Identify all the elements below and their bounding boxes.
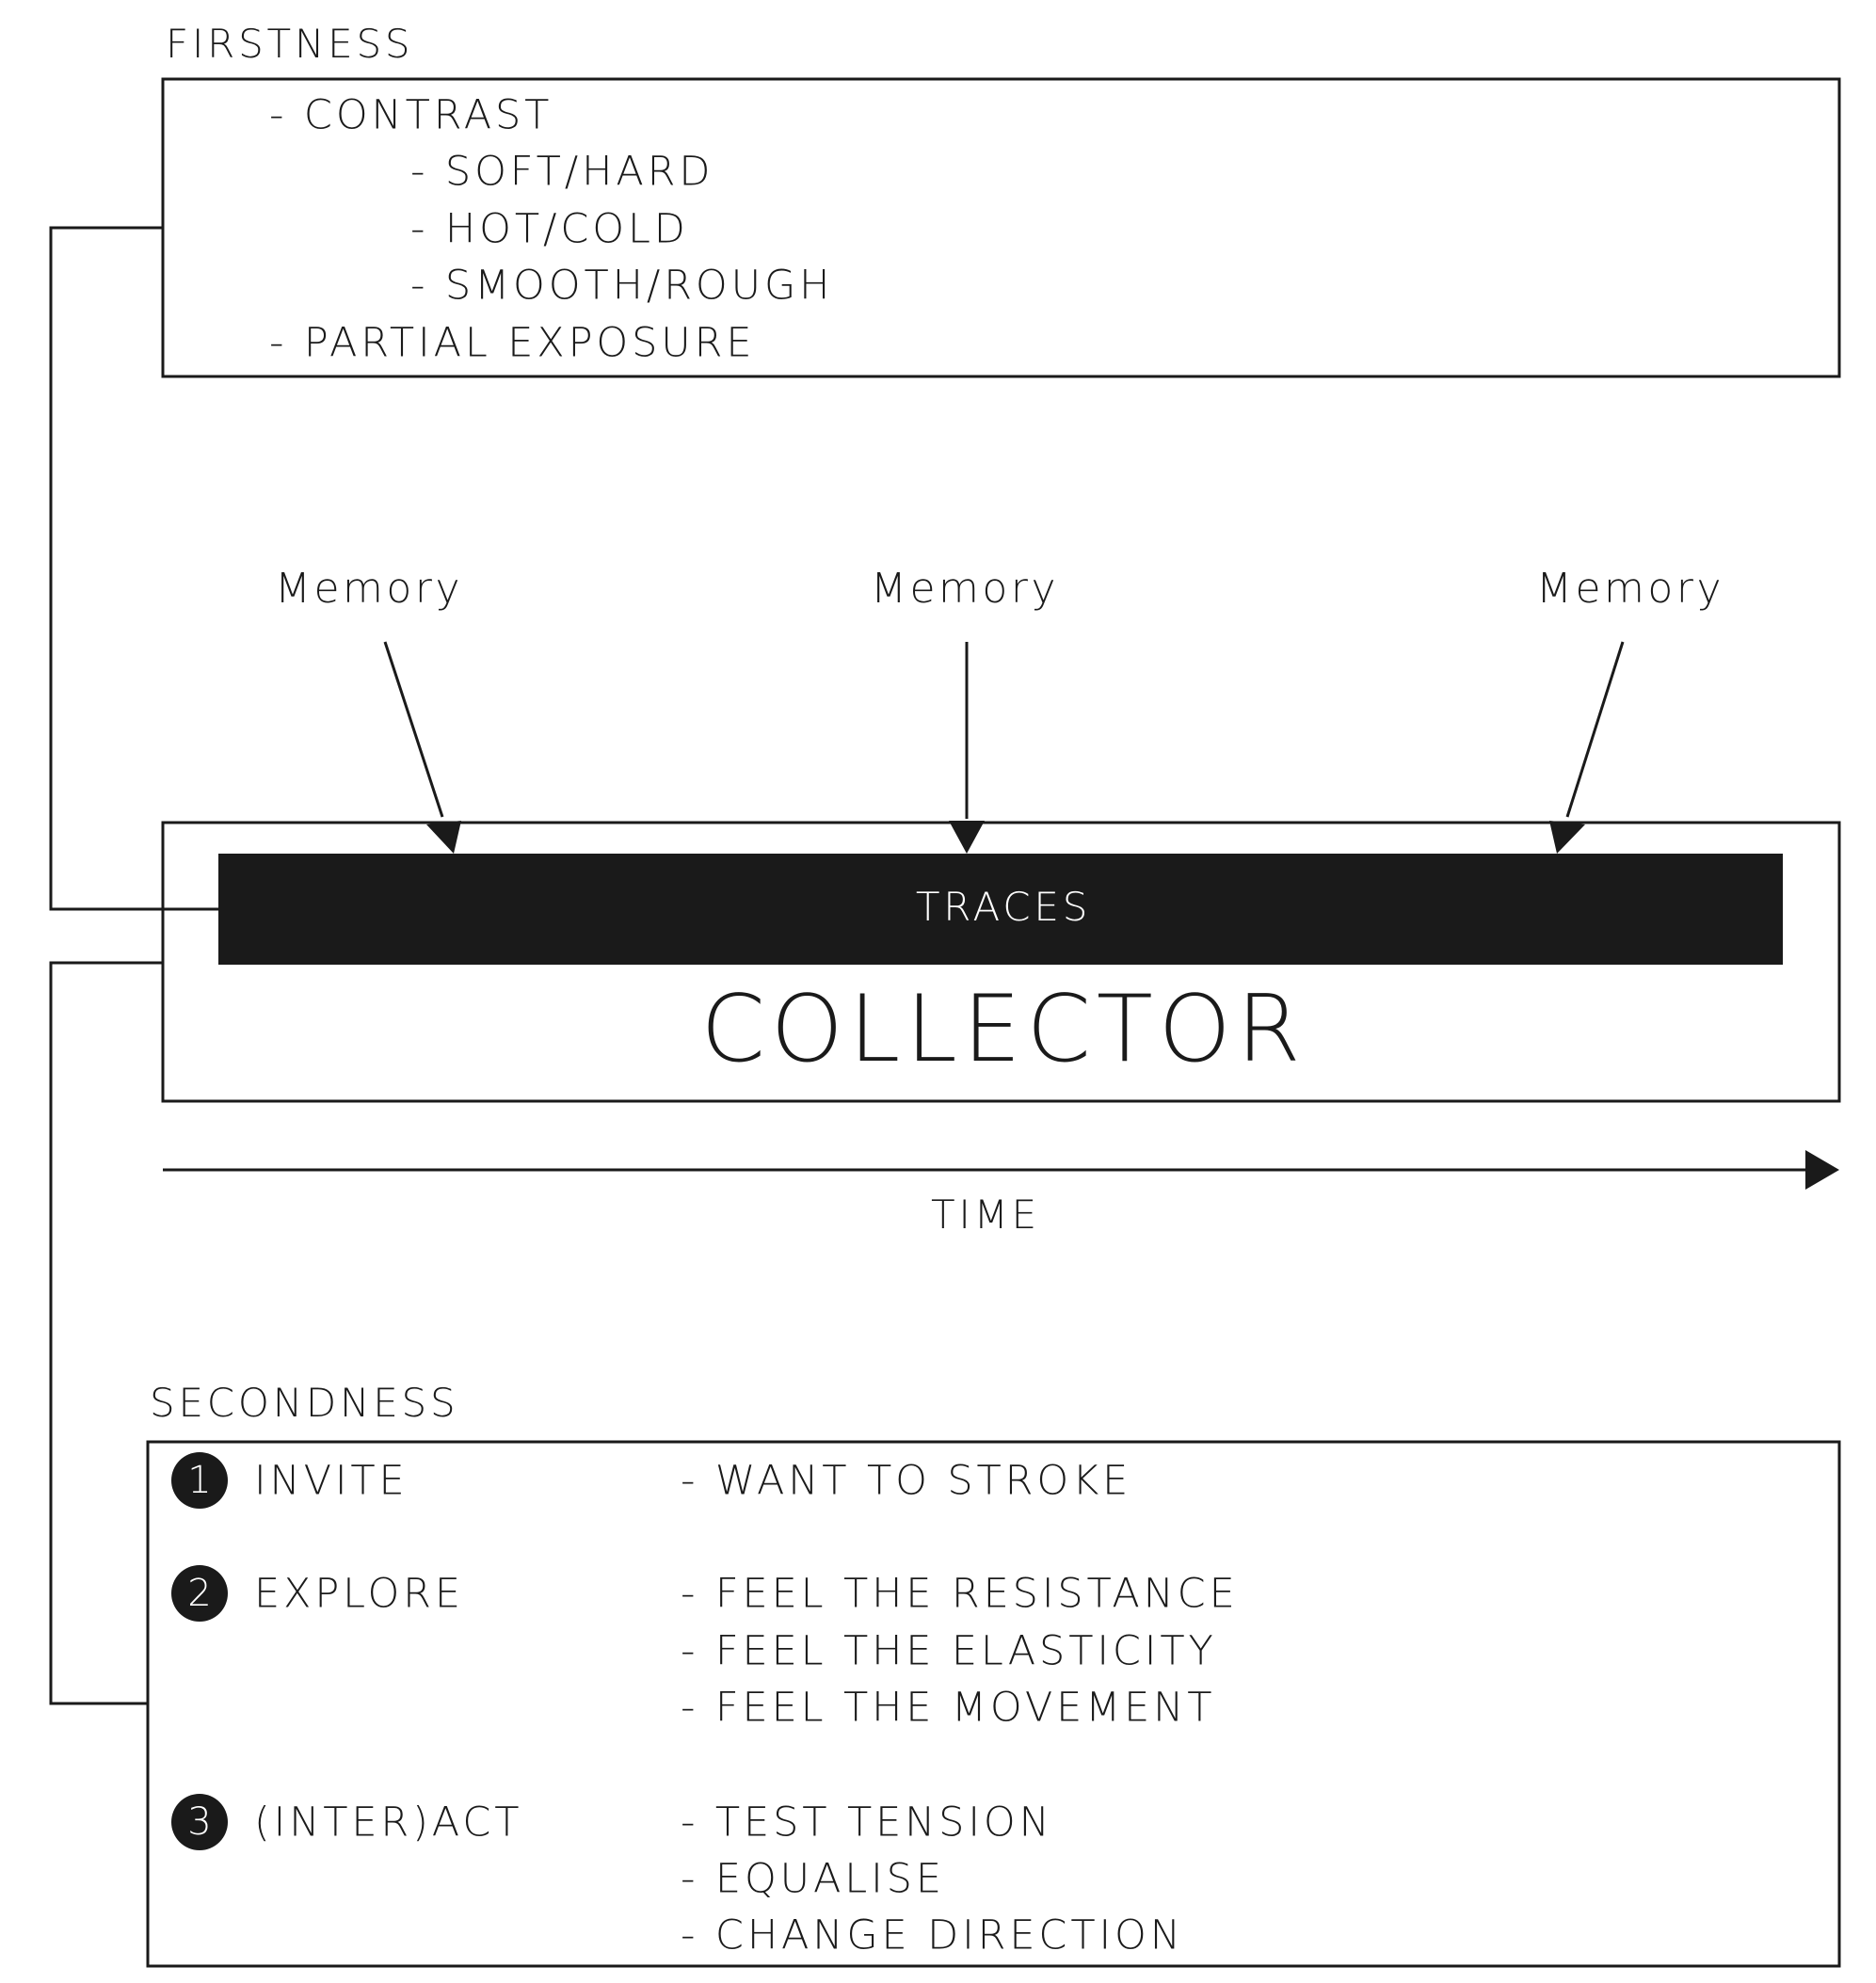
memory-label: Memory	[274, 565, 464, 613]
secondness-title: SECONDNESS	[150, 1380, 459, 1426]
list-item: - PARTIAL EXPOSURE	[269, 319, 756, 367]
time-arrowhead-icon	[1805, 1150, 1839, 1190]
memory-label: Memory	[1535, 565, 1725, 613]
list-item: - SOFT/HARD	[410, 148, 714, 196]
step-detail: - EQUALISE	[681, 1855, 945, 1903]
step-label: (INTER)ACT	[254, 1799, 523, 1847]
secondness-connector	[49, 961, 163, 1705]
memory-arrow-1	[383, 641, 444, 818]
step-detail: - FEEL THE MOVEMENT	[681, 1684, 1216, 1732]
step-detail: - FEEL THE ELASTICITY	[681, 1627, 1217, 1675]
list-item: - HOT/COLD	[410, 205, 689, 253]
firstness-connector	[49, 226, 218, 911]
step-number-badge: 2	[171, 1565, 228, 1622]
step-label: EXPLORE	[254, 1570, 464, 1618]
firstness-title: FIRSTNESS	[166, 21, 414, 67]
memory-label: Memory	[870, 565, 1060, 613]
collector-title: COLLECTOR	[700, 976, 1307, 1083]
step-detail: - CHANGE DIRECTION	[681, 1911, 1184, 1959]
step-detail: - FEEL THE RESISTANCE	[681, 1570, 1239, 1618]
list-item: - SMOOTH/ROUGH	[410, 262, 834, 310]
time-label: TIME	[931, 1191, 1040, 1238]
arrowhead-icon	[949, 821, 985, 854]
step-number-badge: 3	[171, 1794, 228, 1850]
step-detail: - TEST TENSION	[681, 1799, 1053, 1847]
list-item: - CONTRAST	[269, 91, 553, 139]
traces-bar	[218, 854, 1783, 965]
arrowhead-icon	[426, 821, 461, 854]
traces-label: TRACES	[915, 884, 1092, 930]
step-number-badge: 1	[171, 1452, 228, 1509]
memory-arrow-3	[1565, 641, 1625, 818]
arrowhead-icon	[1549, 821, 1585, 854]
step-detail: - WANT TO STROKE	[681, 1457, 1132, 1505]
step-label: INVITE	[254, 1457, 409, 1505]
